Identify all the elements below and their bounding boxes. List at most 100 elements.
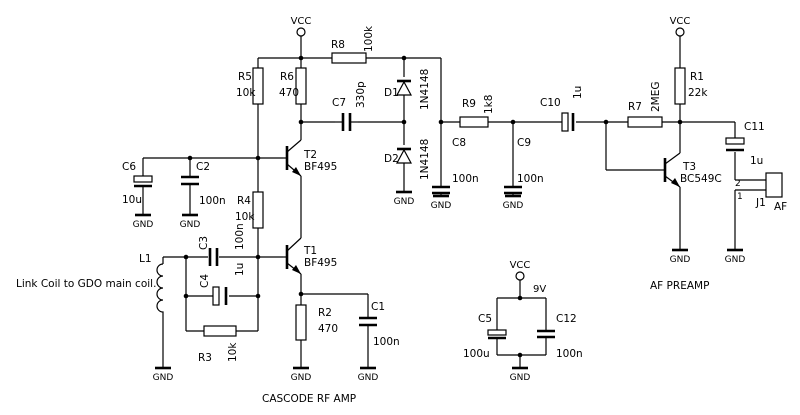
resistor-r3: R3 10k (198, 325, 239, 364)
svg-text:GND: GND (291, 373, 312, 383)
capacitor-c9: C9 100n (504, 137, 544, 195)
svg-text:R6: R6 (280, 71, 294, 83)
svg-text:9V: 9V (533, 284, 546, 295)
gnd-c1: GND (358, 366, 379, 383)
svg-text:GND: GND (503, 201, 524, 211)
resistor-r9: R9 1k8 (459, 95, 495, 128)
svg-text:BF495: BF495 (304, 161, 337, 173)
capacitor-c11: C11 1u (725, 121, 765, 167)
ground-symbols: GND GND GND GND GND GND GND GND GND GND … (133, 190, 745, 383)
svg-text:100u: 100u (463, 348, 490, 360)
svg-text:C1: C1 (371, 301, 385, 313)
connector-j1: 2 1 J1 AF (735, 172, 787, 213)
resistor-r6: R6 470 (279, 67, 307, 105)
svg-text:1u: 1u (750, 155, 763, 167)
resistor-r4: R4 10k (235, 191, 264, 229)
svg-text:R8: R8 (331, 39, 345, 51)
capacitor-c7: C7 330p (332, 81, 367, 131)
svg-text:R2: R2 (318, 307, 332, 319)
svg-text:10u: 10u (122, 194, 142, 206)
svg-text:1u: 1u (572, 86, 584, 99)
svg-text:GND: GND (510, 373, 531, 383)
svg-text:10k: 10k (235, 211, 255, 223)
svg-text:T3: T3 (682, 161, 696, 173)
svg-text:100n: 100n (199, 195, 226, 207)
svg-text:R1: R1 (690, 71, 704, 83)
gnd-d2: GND (394, 190, 415, 207)
gnd-c6: GND (133, 213, 154, 230)
resistor-r2: R2 470 (295, 304, 338, 341)
gnd-j1: GND (725, 248, 745, 265)
svg-text:1k8: 1k8 (483, 95, 495, 114)
svg-text:R9: R9 (462, 98, 476, 110)
svg-text:100k: 100k (363, 25, 375, 52)
gnd-c9: GND (503, 194, 524, 211)
svg-text:C11: C11 (744, 121, 765, 133)
gnd-c8: GND (431, 194, 451, 211)
svg-text:GND: GND (153, 373, 174, 383)
svg-text:VCC: VCC (510, 260, 531, 271)
gnd-t3: GND (670, 248, 691, 265)
svg-text:C9: C9 (517, 137, 531, 149)
svg-text:T1: T1 (303, 245, 317, 257)
junctions (183, 55, 683, 358)
vcc-terminal-rf: VCC (291, 16, 312, 37)
svg-text:R3: R3 (198, 352, 212, 364)
svg-text:C12: C12 (556, 313, 577, 325)
capacitor-c12: C12 100n (537, 313, 583, 360)
gnd-c2: GND (180, 213, 200, 230)
svg-text:GND: GND (133, 220, 154, 230)
capacitor-c3: C3 100n (198, 223, 246, 266)
svg-text:22k: 22k (688, 87, 708, 99)
svg-text:C8: C8 (452, 137, 466, 149)
gnd-supply: GND (510, 366, 531, 383)
svg-text:VCC: VCC (291, 16, 312, 27)
vcc-terminal-supply: VCC 9V (510, 260, 547, 295)
diode-d2: D2 1N4148 (384, 139, 431, 180)
svg-text:C7: C7 (332, 97, 346, 109)
svg-text:R7: R7 (628, 101, 642, 113)
rf-section-label: CASCODE RF AMP (262, 393, 356, 405)
svg-text:D1: D1 (384, 87, 399, 99)
capacitor-c4: C4 1u (199, 263, 246, 306)
svg-text:BC549C: BC549C (680, 173, 722, 185)
svg-text:2MEG: 2MEG (650, 81, 662, 112)
capacitor-c5: C5 100u (463, 313, 507, 360)
svg-text:GND: GND (670, 255, 691, 265)
svg-text:470: 470 (318, 323, 338, 335)
svg-text:C5: C5 (478, 313, 492, 325)
svg-text:1N4148: 1N4148 (419, 139, 431, 180)
transistor-t1: T1 BF495 (283, 237, 337, 275)
svg-text:100n: 100n (373, 336, 400, 348)
svg-text:L1: L1 (139, 253, 152, 265)
svg-text:10k: 10k (236, 87, 256, 99)
capacitor-c6: C6 10u (122, 161, 153, 206)
svg-text:100n: 100n (234, 223, 246, 250)
svg-text:R5: R5 (238, 71, 252, 83)
capacitor-c2: C2 100n (181, 161, 226, 207)
capacitor-c1: C1 100n (359, 301, 400, 348)
svg-text:1: 1 (737, 192, 743, 202)
af-section-label: AF PREAMP (650, 280, 709, 292)
svg-text:GND: GND (394, 197, 415, 207)
svg-text:330p: 330p (355, 81, 367, 108)
wires (142, 36, 766, 368)
svg-text:D2: D2 (384, 153, 399, 165)
capacitor-c10: C10 1u (540, 86, 584, 132)
svg-text:GND: GND (358, 373, 379, 383)
svg-text:100n: 100n (452, 173, 479, 185)
svg-text:T2: T2 (303, 149, 317, 161)
svg-text:470: 470 (279, 87, 299, 99)
resistor-r5: R5 10k (236, 67, 264, 105)
resistor-r1: R1 22k (674, 67, 708, 105)
svg-text:VCC: VCC (670, 16, 691, 27)
svg-text:2: 2 (735, 179, 741, 189)
gnd-r2: GND (291, 366, 312, 383)
svg-text:C4: C4 (199, 274, 211, 288)
svg-text:J1: J1 (755, 197, 766, 209)
svg-text:C2: C2 (196, 161, 210, 173)
svg-text:BF495: BF495 (304, 257, 337, 269)
svg-text:C10: C10 (540, 97, 561, 109)
vcc-terminal-af: VCC (670, 16, 691, 37)
